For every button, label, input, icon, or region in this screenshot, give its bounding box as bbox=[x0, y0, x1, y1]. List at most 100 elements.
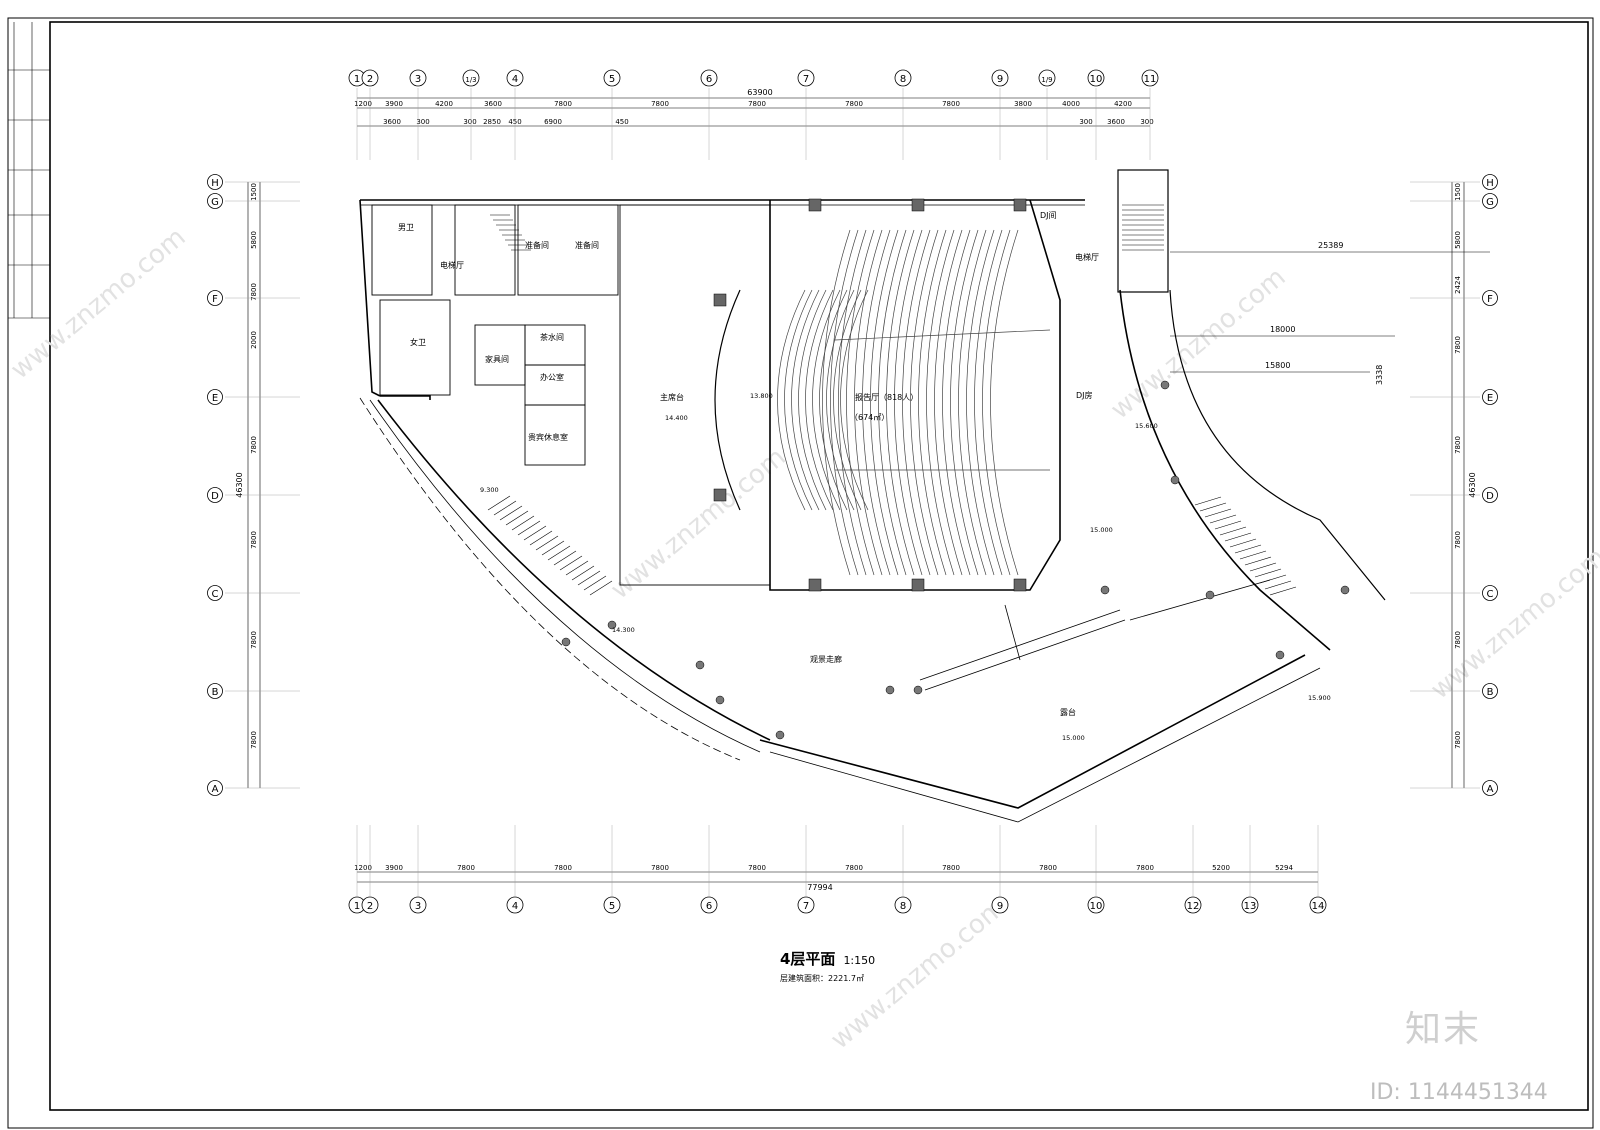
dim-label-left: 5800 bbox=[250, 231, 258, 249]
dim-label: 3338 bbox=[1375, 365, 1384, 385]
seating-row bbox=[862, 229, 891, 576]
dim-total-top: 63900 bbox=[747, 88, 772, 97]
grid-bubble-top bbox=[603, 69, 621, 87]
stair-tread bbox=[487, 495, 511, 511]
dim-label-bottom: 5200 bbox=[1212, 864, 1230, 872]
service-rooms bbox=[371, 204, 771, 586]
stair-tread bbox=[523, 525, 547, 541]
stair-tread bbox=[1244, 556, 1272, 566]
stair-tread bbox=[1204, 508, 1232, 518]
dim-label-top: 3800 bbox=[1014, 100, 1032, 108]
seating-row bbox=[870, 229, 899, 576]
dim-label-left: 7800 bbox=[250, 531, 258, 549]
grid-label-bottom: 2 bbox=[367, 901, 373, 912]
grid-bubble-top bbox=[797, 69, 815, 87]
dim-label-top-2: 300 bbox=[463, 118, 476, 126]
round-column bbox=[775, 730, 785, 740]
drawing-area-note: 层建筑面积：2221.7㎡ bbox=[780, 974, 864, 983]
grid-bubble-side bbox=[1482, 487, 1498, 503]
room-labels: 准备间 准备间 电梯厅 电梯厅 茶水间 家具间 办公室 贵宾休息室 主席台 报告… bbox=[398, 211, 1099, 717]
dim-label: 15800 bbox=[1265, 361, 1290, 370]
dim-label-bottom: 7800 bbox=[845, 864, 863, 872]
grid-label-bottom: 5 bbox=[609, 901, 615, 912]
seating-row-front bbox=[784, 289, 813, 511]
round-column bbox=[1205, 590, 1215, 600]
room-label-elevator-left: 电梯厅 bbox=[440, 260, 464, 270]
dim-label-top: 7800 bbox=[554, 100, 572, 108]
stair-tread bbox=[559, 555, 583, 571]
stair-tread bbox=[1224, 532, 1252, 542]
dim-label-right: 7800 bbox=[1454, 731, 1462, 749]
grid-label-bottom: 6 bbox=[706, 901, 712, 912]
round-column bbox=[1160, 380, 1170, 390]
grid-bubble-side bbox=[207, 290, 223, 306]
grid-label-top: 1/9 bbox=[1041, 76, 1052, 84]
grid-label-top: 3 bbox=[415, 74, 421, 85]
grid-bubble-side bbox=[1482, 193, 1498, 209]
dim-label-left: 1500 bbox=[250, 183, 258, 201]
seating-row bbox=[974, 229, 1003, 576]
grid-bubble-side bbox=[1482, 683, 1498, 699]
seating-row-front bbox=[805, 289, 834, 511]
room-label-prep-2: 准备间 bbox=[575, 240, 599, 250]
watermark-id: ID: 1144451344 bbox=[1370, 1080, 1548, 1105]
column bbox=[808, 198, 822, 212]
room-label-tea: 茶水间 bbox=[540, 332, 564, 342]
stair-tread bbox=[565, 560, 589, 576]
grid-label-side: F bbox=[212, 294, 218, 305]
svg-text:www.znzmo.com: www.znzmo.com bbox=[1105, 262, 1291, 425]
grid-label-side: H bbox=[1486, 178, 1494, 189]
grid-label-side: F bbox=[1487, 294, 1493, 305]
grid-label-top: 11 bbox=[1144, 74, 1157, 85]
grid-label-side: E bbox=[1487, 393, 1493, 404]
seating-row-front bbox=[798, 289, 827, 511]
stage-edge bbox=[714, 289, 741, 511]
seating-row-front bbox=[840, 289, 869, 511]
grid-label-side: A bbox=[1487, 784, 1494, 795]
grid-label-side: D bbox=[1486, 491, 1494, 502]
stair-tread bbox=[1269, 586, 1297, 596]
stairs bbox=[487, 204, 1297, 596]
stair-tread bbox=[553, 550, 577, 566]
dim-label-right: 7800 bbox=[1454, 436, 1462, 454]
seating-row-front bbox=[826, 289, 855, 511]
auditorium-seating bbox=[714, 229, 1051, 576]
seating-row bbox=[990, 229, 1019, 576]
dim-label-bottom: 7800 bbox=[942, 864, 960, 872]
round-column bbox=[1275, 650, 1285, 660]
grid-label-side: C bbox=[212, 589, 219, 600]
grid-bubble-side bbox=[1482, 780, 1498, 796]
grid-label-bottom: 1 bbox=[354, 901, 360, 912]
dim-label-bottom: 7800 bbox=[1136, 864, 1154, 872]
round-column bbox=[913, 685, 923, 695]
grid-label-top: 8 bbox=[900, 74, 906, 85]
seating-row bbox=[910, 229, 939, 576]
stair-tread bbox=[1199, 502, 1227, 512]
grid-bubble-side bbox=[1482, 389, 1498, 405]
grid-label-bottom: 7 bbox=[803, 901, 809, 912]
svg-text:www.znzmo.com: www.znzmo.com bbox=[5, 222, 191, 385]
dim-label-top: 7800 bbox=[845, 100, 863, 108]
dim-label: 25389 bbox=[1318, 241, 1343, 250]
stair-tread bbox=[1249, 562, 1277, 572]
room-label-wc-m: 男卫 bbox=[398, 223, 414, 232]
level-mark: 13.800 bbox=[750, 392, 773, 400]
grid-bubble-side bbox=[207, 193, 223, 209]
watermark-site: www.znzmo.com www.znzmo.com www.znzmo.co… bbox=[5, 222, 1600, 1055]
grid-bubble-side bbox=[207, 585, 223, 601]
dim-label-top: 7800 bbox=[651, 100, 669, 108]
level-mark: 14.400 bbox=[665, 414, 688, 422]
grid-bubble-side bbox=[1482, 585, 1498, 601]
seating-row bbox=[918, 229, 947, 576]
stair-tread bbox=[571, 565, 595, 581]
seating-row bbox=[934, 229, 963, 576]
column bbox=[1013, 578, 1027, 592]
svg-text:www.znzmo.com: www.znzmo.com bbox=[1425, 542, 1600, 705]
grid-bubble-top bbox=[1141, 69, 1159, 87]
dim-label-top-2: 300 bbox=[1079, 118, 1092, 126]
grid-bubble-top bbox=[991, 69, 1009, 87]
title-strip bbox=[8, 22, 50, 319]
dim-label-left: 7800 bbox=[250, 631, 258, 649]
